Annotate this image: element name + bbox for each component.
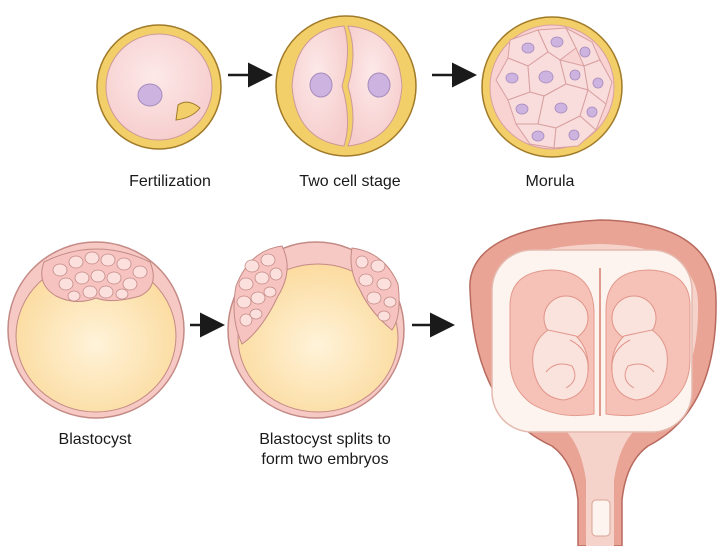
label-blastocyst-splits: Blastocyst splits to form two embryos [225,430,425,470]
label-split-line-1: Blastocyst splits to [225,430,425,450]
split-blastocyst [228,242,404,418]
label-split-line-2: form two embryos [225,450,425,470]
two-cell-embryo [276,16,416,156]
blastocyst [8,242,184,418]
label-two-cell-stage: Two cell stage [270,172,430,192]
label-fertilization: Fertilization [95,172,245,192]
nucleus-right [368,73,390,97]
fertilized-egg [97,25,221,149]
uterus-with-twins [470,220,716,546]
label-blastocyst: Blastocyst [20,430,170,450]
label-morula: Morula [500,172,600,192]
nucleus [138,84,162,106]
nucleus-left [310,73,332,97]
morula [482,17,622,157]
